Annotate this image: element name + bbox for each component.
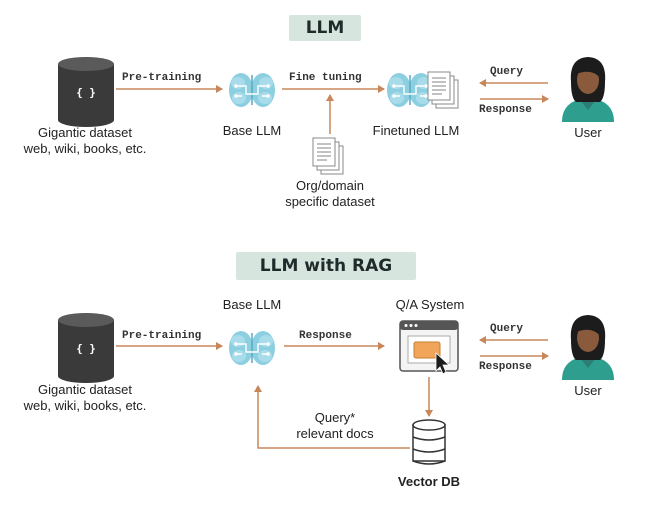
- rag-response-to-qa-label: Response: [299, 330, 352, 342]
- dataset-label-line2: web, wiki, books, etc.: [23, 141, 147, 156]
- domain-dataset-line2: specific dataset: [285, 194, 375, 209]
- fine-tuning-label: Fine tuning: [289, 72, 362, 84]
- vector-db-label: Vector DB: [397, 474, 461, 489]
- rag-section-title: LLM with RAG: [236, 252, 416, 280]
- base-llm-label: Base LLM: [222, 123, 282, 138]
- rag-pretraining-label: Pre-training: [122, 330, 202, 342]
- rag-user-avatar-icon: [562, 315, 614, 380]
- rag-response-label: Response: [479, 361, 532, 373]
- rag-dataset-icon-text: { }: [76, 342, 96, 355]
- dataset-label-line1: Gigantic dataset: [38, 125, 132, 140]
- rag-dataset-label-line1: Gigantic dataset: [38, 382, 132, 397]
- rag-base-llm-label: Base LLM: [222, 297, 282, 312]
- user-avatar-icon: [562, 57, 614, 122]
- response-label: Response: [479, 104, 532, 116]
- finetuned-llm-label: Finetuned LLM: [372, 123, 460, 138]
- vectordb-to-llm-arrow: [254, 385, 410, 449]
- user-label: User: [574, 125, 602, 140]
- qa-system-window-icon: [399, 320, 459, 375]
- rag-base-llm-brain-icon: [228, 330, 276, 366]
- rag-dataset-label-line2: web, wiki, books, etc.: [23, 398, 147, 413]
- qa-system-label: Q/A System: [395, 297, 465, 312]
- domain-documents-icon: [313, 138, 343, 174]
- query-docs-label: Query* relevant docs: [280, 410, 390, 442]
- rag-query-label: Query: [490, 323, 524, 335]
- finetuned-documents-icon: [428, 72, 458, 108]
- base-llm-brain-icon: [228, 72, 276, 108]
- finetuned-llm-brain-icon: [386, 72, 434, 108]
- query-docs-line2: relevant docs: [296, 426, 374, 441]
- rag-dataset-label: Gigantic dataset web, wiki, books, etc.: [10, 382, 160, 414]
- rag-user-label: User: [574, 383, 602, 398]
- query-docs-line1: Query*: [314, 410, 356, 425]
- vector-db-icon: [412, 419, 446, 465]
- dataset-icon-text: { }: [76, 86, 96, 99]
- query-label: Query: [490, 66, 524, 78]
- domain-dataset-label: Org/domain specific dataset: [265, 178, 395, 210]
- domain-dataset-line1: Org/domain: [296, 178, 364, 193]
- dataset-label: Gigantic dataset web, wiki, books, etc.: [10, 125, 160, 157]
- pretraining-label: Pre-training: [122, 72, 202, 84]
- llm-section-title: LLM: [289, 15, 361, 41]
